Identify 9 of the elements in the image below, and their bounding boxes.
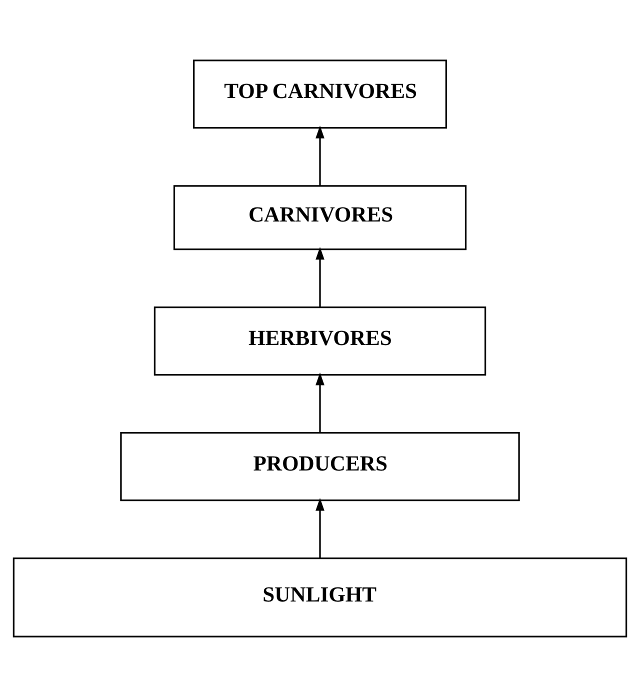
node-box: SUNLIGHT (12, 557, 628, 637)
node-box: CARNIVORES (173, 184, 467, 250)
arrow (316, 372, 324, 432)
node-box: PRODUCERS (120, 432, 520, 501)
arrow (316, 498, 324, 558)
arrow (316, 246, 324, 306)
arrow (316, 125, 324, 186)
node-box: TOP CARNIVORES (193, 59, 447, 128)
node-box: HERBIVORES (154, 306, 486, 376)
